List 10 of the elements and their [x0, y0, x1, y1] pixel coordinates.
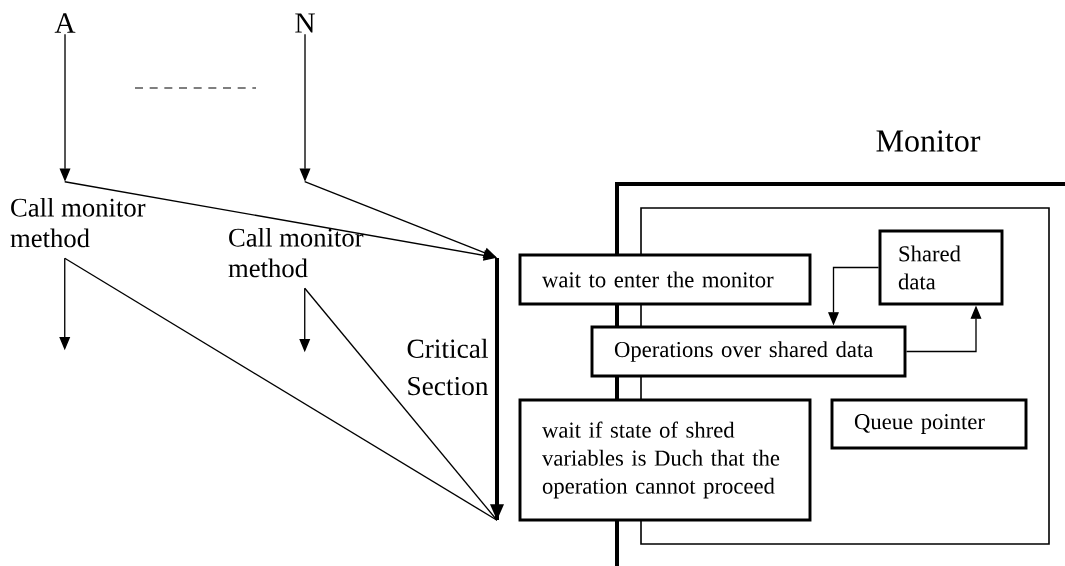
step-label: Call monitor method [228, 227, 364, 278]
process-box: Shared data [878, 229, 1004, 306]
process-label: A [54, 13, 76, 33]
process-box: Operations over shared data [590, 325, 907, 378]
process-label: N [295, 13, 315, 33]
side-label: Critical Section [407, 338, 489, 396]
process-box: wait to enter the monitor [518, 253, 812, 306]
process-box: Queue pointer [830, 398, 1028, 450]
step-label: Call monitor method [10, 197, 146, 248]
process-box: wait if state of shred variables is Duch that the operation cannot proceed [518, 398, 812, 522]
